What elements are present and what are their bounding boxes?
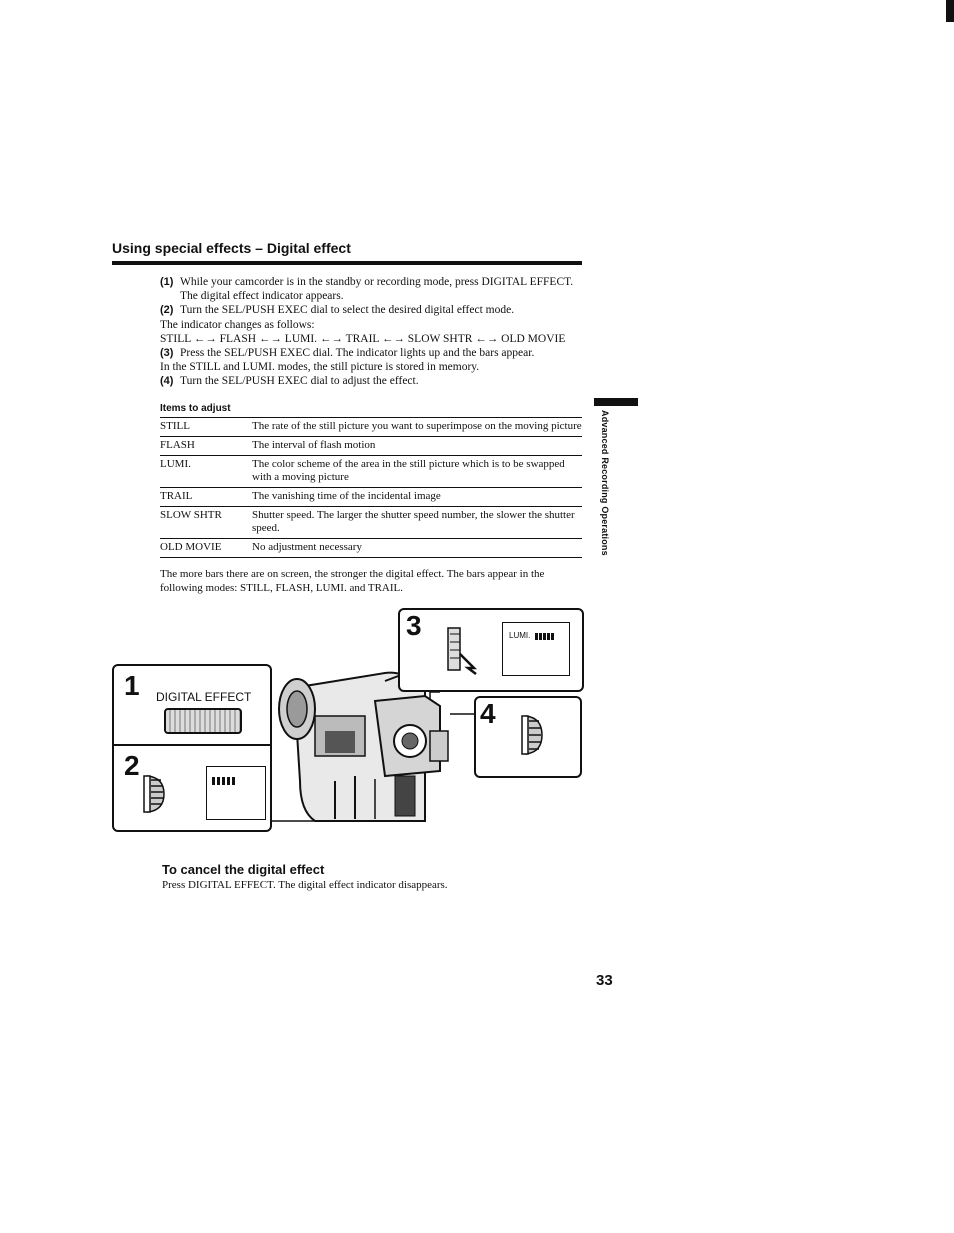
page-edge-mark bbox=[946, 0, 954, 22]
panel-step-2: 2 bbox=[112, 744, 272, 832]
item-name: TRAIL bbox=[160, 487, 252, 507]
indicator-bars bbox=[212, 777, 236, 785]
mode-sequence: STILL ←→ FLASH ←→ LUMI. ←→ TRAIL ←→ SLOW… bbox=[160, 332, 566, 345]
dial-icon bbox=[521, 715, 543, 755]
table-row: TRAIL The vanishing time of the incident… bbox=[160, 487, 582, 507]
item-description: Shutter speed. The larger the shutter sp… bbox=[252, 506, 582, 539]
side-section-label: Advanced Recording Operations bbox=[600, 410, 610, 556]
panel-step-3: 3 LUMI. bbox=[398, 608, 584, 692]
item-name: SLOW SHTR bbox=[160, 506, 252, 539]
steps-list: (1) While your camcorder is in the stand… bbox=[160, 275, 590, 389]
subsection-text: Press DIGITAL EFFECT. The digital effect… bbox=[162, 879, 448, 891]
step-number: (4) bbox=[160, 375, 174, 388]
subsection-title: To cancel the digital effect bbox=[162, 862, 325, 877]
step-number: (2) bbox=[160, 304, 174, 317]
bars-note: The more bars there are on screen, the s… bbox=[160, 568, 545, 594]
dial-press-icon bbox=[447, 627, 478, 675]
table-row: STILL The rate of the still picture you … bbox=[160, 417, 582, 437]
panel-number: 3 bbox=[406, 610, 422, 641]
panel-label: DIGITAL EFFECT bbox=[156, 690, 252, 704]
step-text: Turn the SEL/PUSH EXEC dial to select th… bbox=[180, 304, 515, 317]
panel-step-1: 1 DIGITAL EFFECT bbox=[112, 664, 272, 746]
item-description: The color scheme of the area in the stil… bbox=[252, 455, 582, 488]
digital-effect-button-icon bbox=[164, 708, 242, 734]
item-description: The interval of flash motion bbox=[252, 436, 582, 456]
panel-number: 4 bbox=[480, 698, 496, 729]
item-name: LUMI. bbox=[160, 455, 252, 488]
items-table: STILL The rate of the still picture you … bbox=[160, 417, 582, 558]
step-text: Turn the SEL/PUSH EXEC dial to adjust th… bbox=[180, 375, 419, 388]
dial-icon bbox=[143, 775, 165, 813]
item-description: No adjustment necessary bbox=[252, 538, 582, 558]
table-row: FLASH The interval of flash motion bbox=[160, 436, 582, 456]
mode-indicator: LUMI. bbox=[509, 631, 531, 640]
item-name: STILL bbox=[160, 417, 252, 437]
table-row: OLD MOVIE No adjustment necessary bbox=[160, 538, 582, 558]
step-text: Press the SEL/PUSH EXEC dial. The indica… bbox=[180, 347, 535, 360]
indicator-bars bbox=[535, 633, 555, 640]
items-heading: Items to adjust bbox=[160, 403, 231, 414]
step-text: While your camcorder is in the standby o… bbox=[180, 276, 574, 303]
title-rule bbox=[112, 261, 582, 265]
table-row: SLOW SHTR Shutter speed. The larger the … bbox=[160, 506, 582, 539]
panel-number: 1 bbox=[124, 670, 140, 701]
section-title: Using special effects – Digital effect bbox=[112, 240, 351, 256]
step-2: (2) Turn the SEL/PUSH EXEC dial to selec… bbox=[160, 303, 590, 317]
item-description: The vanishing time of the incidental ima… bbox=[252, 487, 582, 507]
table-row: LUMI. The color scheme of the area in th… bbox=[160, 455, 582, 488]
item-description: The rate of the still picture you want t… bbox=[252, 417, 582, 437]
step-subtext: The indicator changes as follows: bbox=[160, 318, 315, 331]
camcorder-illustration: 1 DIGITAL EFFECT 2 3 LUMI. 4 bbox=[110, 606, 585, 832]
viewfinder-display bbox=[206, 766, 266, 820]
step-subtext: In the STILL and LUMI. modes, the still … bbox=[160, 361, 480, 374]
step-4: (4) Turn the SEL/PUSH EXEC dial to adjus… bbox=[160, 374, 590, 388]
viewfinder-display: LUMI. bbox=[502, 622, 570, 676]
step-1: (1) While your camcorder is in the stand… bbox=[160, 275, 590, 303]
camcorder-icon bbox=[278, 664, 449, 822]
step-number: (1) bbox=[160, 276, 174, 288]
page-number: 33 bbox=[596, 972, 613, 989]
step-3: (3) Press the SEL/PUSH EXEC dial. The in… bbox=[160, 346, 590, 360]
section-tab-marker bbox=[594, 398, 638, 406]
step-number: (3) bbox=[160, 347, 174, 360]
item-name: FLASH bbox=[160, 436, 252, 456]
item-name: OLD MOVIE bbox=[160, 538, 252, 558]
panel-number: 2 bbox=[124, 750, 140, 781]
panel-step-4: 4 bbox=[474, 696, 582, 778]
